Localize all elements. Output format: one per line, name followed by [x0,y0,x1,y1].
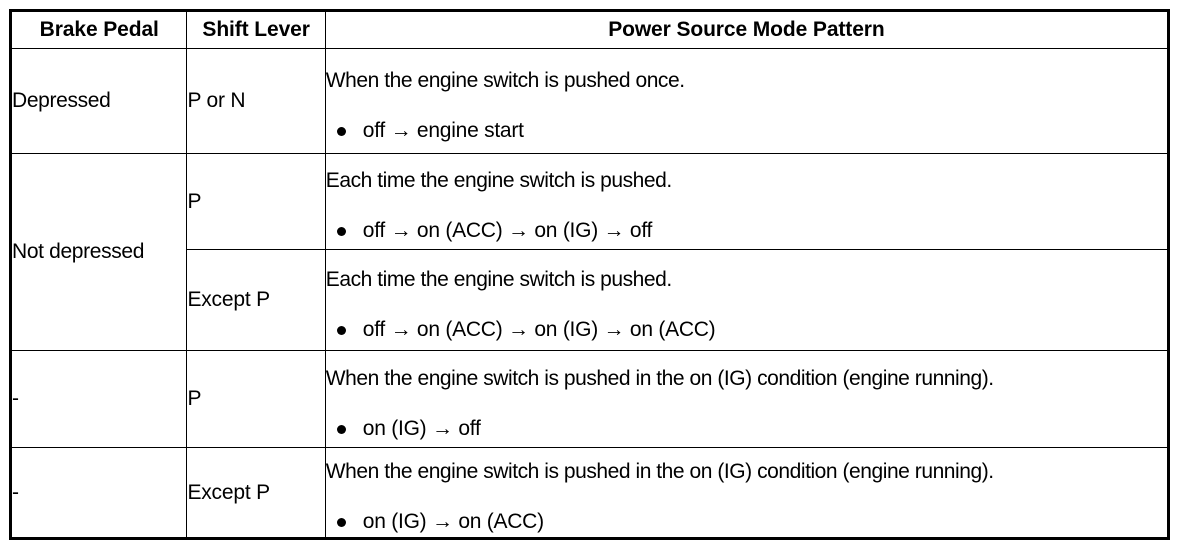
pattern-bullet-text: on (IG) → off [362,416,481,440]
pattern-body: When the engine switch is pushed in the … [326,450,1167,535]
cell-brake-pedal: Depressed [9,48,188,154]
column-header-power-source-mode-pattern: Power Source Mode Pattern [324,10,1170,49]
table-header: Brake Pedal Shift Lever Power Source Mod… [9,10,1170,49]
pattern-bullet-list: on (IG) → off [326,416,1167,442]
table-row: - Except P When the engine switch is pus… [9,447,1170,540]
pattern-lead-text: Each time the engine switch is pushed. [325,169,672,192]
pattern-bullet-item: on (IG) → off [326,416,1167,442]
column-header-shift-lever: Shift Lever [186,10,326,49]
bullet-dot-icon [336,325,346,335]
pattern-bullet-item: off → on (ACC) → on (IG) → on (ACC) [326,317,1167,343]
cell-pattern: When the engine switch is pushed once. o… [324,48,1170,154]
pattern-body: Each time the engine switch is pushed. o… [326,159,1167,244]
cell-brake-pedal: - [9,447,188,540]
pattern-body: When the engine switch is pushed in the … [326,357,1167,442]
cell-shift-lever: P [186,153,326,250]
cell-pattern: Each time the engine switch is pushed. o… [324,153,1170,250]
table-row: Depressed P or N When the engine switch … [9,48,1170,154]
pattern-lead-text: Each time the engine switch is pushed. [325,267,672,291]
bullet-dot-icon [336,227,346,236]
pattern-lead-text: When the engine switch is pushed in the … [325,366,994,390]
pattern-body: Each time the engine switch is pushed. o… [326,258,1167,343]
cell-pattern: When the engine switch is pushed in the … [324,447,1170,540]
bullet-dot-icon [336,518,346,527]
cell-shift-lever: P [186,350,326,448]
bullet-dot-icon [336,126,346,136]
cell-pattern: Each time the engine switch is pushed. o… [324,249,1170,351]
header-row: Brake Pedal Shift Lever Power Source Mod… [9,10,1170,49]
pattern-bullet-item: off → engine start [326,118,1167,144]
pattern-bullet-text: off → on (ACC) → on (IG) → on (ACC) [362,317,716,341]
pattern-bullet-text: off → engine start [362,118,524,142]
table-body: Depressed P or N When the engine switch … [9,48,1170,540]
cell-pattern: When the engine switch is pushed in the … [324,350,1170,448]
cell-shift-lever: Except P [186,249,326,351]
pattern-bullet-item: off → on (ACC) → on (IG) → off [326,218,1167,244]
pattern-lead-text: When the engine switch is pushed in the … [325,460,994,483]
bullet-dot-icon [336,424,346,434]
pattern-bullet-list: off → engine start [326,118,1167,144]
pattern-body: When the engine switch is pushed once. o… [326,59,1167,144]
pattern-bullet-text: off → on (ACC) → on (IG) → off [362,219,653,242]
cell-shift-lever: Except P [186,447,326,540]
cell-shift-lever: P or N [186,48,326,154]
cell-brake-pedal: - [9,350,188,448]
column-header-brake-pedal: Brake Pedal [9,10,188,49]
pattern-bullet-item: on (IG) → on (ACC) [326,509,1167,535]
table-row: Not depressed P Each time the engine swi… [9,153,1170,351]
cell-brake-pedal: Not depressed [9,153,188,351]
pattern-lead-text: When the engine switch is pushed once. [325,68,685,92]
pattern-bullet-list: on (IG) → on (ACC) [326,509,1167,535]
pattern-bullet-list: off → on (ACC) → on (IG) → on (ACC) [326,317,1167,343]
pattern-bullet-list: off → on (ACC) → on (IG) → off [326,218,1167,244]
table-row: - P When the engine switch is pushed in … [9,350,1170,448]
table-row: Except P Each time the engine switch is … [11,249,1170,351]
pattern-bullet-text: on (IG) → on (ACC) [362,510,544,533]
power-source-mode-table: Brake Pedal Shift Lever Power Source Mod… [9,9,1170,540]
